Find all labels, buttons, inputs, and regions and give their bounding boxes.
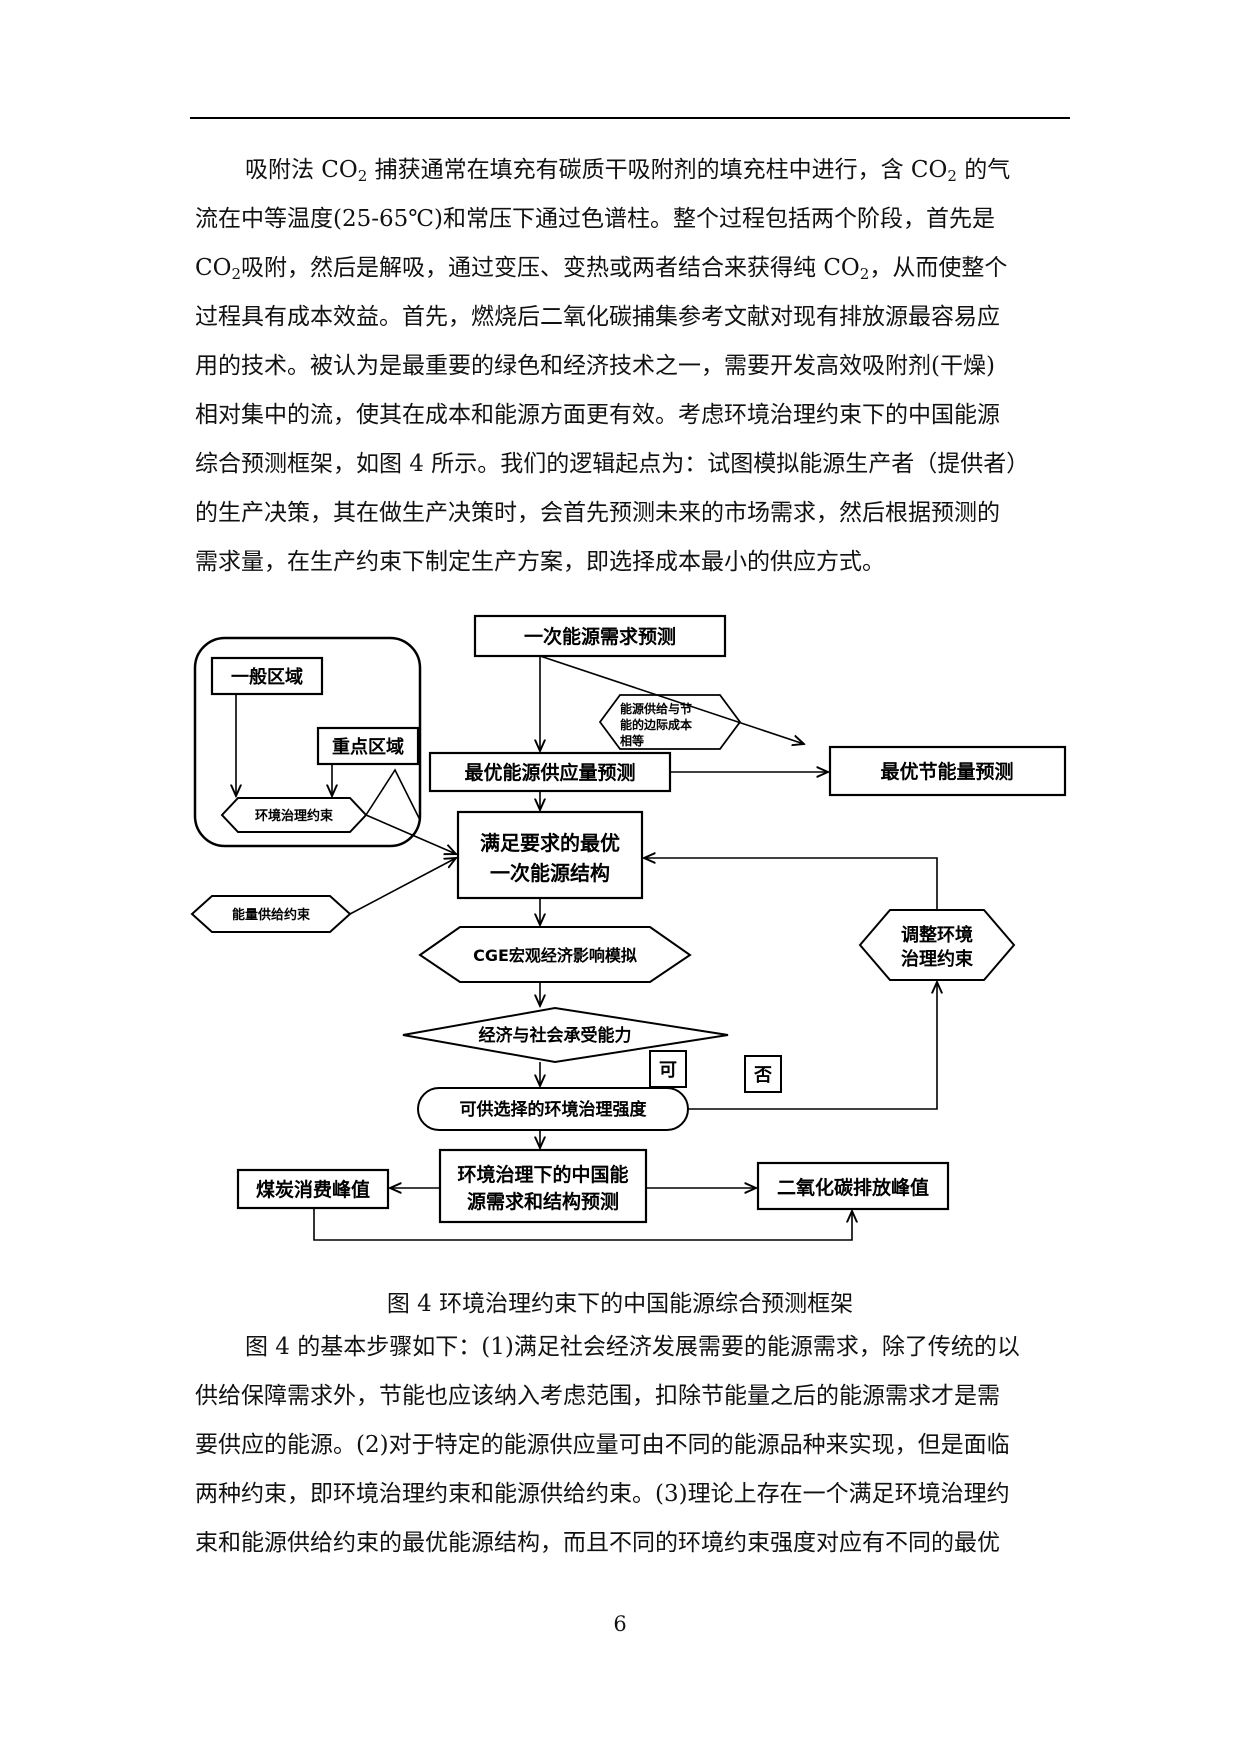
text-line: 供给保障需求外，节能也应该纳入考虑范围，扣除节能量之后的能源需求才是需: [195, 1372, 1075, 1421]
affordability-label: 经济与社会承受能力: [479, 1025, 632, 1046]
text-line: 流在中等温度(25-65℃)和常压下通过色谱柱。整个过程包括两个阶段，首先是: [195, 195, 1075, 244]
primary-demand-label: 一次能源需求预测: [524, 625, 676, 648]
cge-label: CGE宏观经济影响模拟: [473, 946, 637, 965]
text-line: 相对集中的流，使其在成本和能源方面更有效。考虑环境治理约束下的中国能源: [195, 391, 1075, 440]
key-region-label: 重点区域: [332, 736, 404, 758]
adjust-hex: [858, 909, 1016, 981]
coal-peak-box: [236, 1168, 390, 1210]
adjust-line2: 治理约束: [901, 948, 974, 970]
text-line: 吸附法 CO2 捕获通常在填充有碳质干吸附剂的填充柱中进行，含 CO2 的气: [195, 146, 1075, 195]
text-run: 要供应的能源。(2)对于特定的能源供应量可由不同的能源品种来实现，但是面临: [195, 1432, 1010, 1458]
affordability-diamond: [402, 1006, 729, 1064]
text-run: 的生产决策，其在做生产决策时，会首先预测未来的市场需求，然后根据预测的: [195, 500, 1000, 526]
text-run: 吸附，然后是解吸，通过变压、变热或两者结合来获得纯 CO: [241, 255, 860, 281]
text-line: CO2吸附，然后是解吸，通过变压、变热或两者结合来获得纯 CO2，从而使整个: [195, 244, 1075, 293]
no-box: [744, 1055, 782, 1093]
header-rule: [190, 117, 1070, 119]
text-line: 要供应的能源。(2)对于特定的能源供应量可由不同的能源品种来实现，但是面临: [195, 1421, 1075, 1470]
co2-peak-label: 二氧化碳排放峰值: [777, 1176, 929, 1199]
text-run: 过程具有成本效益。首先，燃烧后二氧化碳捕集参考文献对现有排放源最容易应: [195, 304, 1000, 330]
subscript: 2: [947, 167, 957, 185]
marginal-cost-line3: 相等: [620, 733, 644, 748]
text-line: 过程具有成本效益。首先，燃烧后二氧化碳捕集参考文献对现有排放源最容易应: [195, 293, 1075, 342]
final-forecast-box: [438, 1148, 648, 1224]
optimal-structure-line2: 一次能源结构: [490, 861, 610, 885]
text-line: 需求量，在生产约束下制定生产方案，即选择成本最小的供应方式。: [195, 538, 1075, 587]
env-constraint-label: 环境治理约束: [255, 808, 334, 824]
optimal-structure-line1: 满足要求的最优: [480, 831, 620, 855]
final-forecast-line1: 环境治理下的中国能: [457, 1163, 628, 1186]
cge-hex: [418, 926, 692, 983]
text-run: 的气: [956, 157, 1011, 183]
adjust-line1: 调整环境: [901, 924, 973, 946]
page-number: 6: [613, 1612, 627, 1636]
yes-box: [649, 1050, 687, 1088]
text-run: 束和能源供给约束的最优能源结构，而且不同的环境约束强度对应有不同的最优: [195, 1530, 1000, 1556]
no-label: 否: [753, 1065, 772, 1086]
text-run: CO: [195, 255, 232, 281]
marginal-cost-line1: 能源供给与节: [620, 701, 692, 716]
text-line: 图 4 的基本步骤如下：(1)满足社会经济发展需要的能源需求，除了传统的以: [195, 1323, 1075, 1372]
text-run: 需求量，在生产约束下制定生产方案，即选择成本最小的供应方式。: [195, 549, 885, 575]
energy-supply-constraint-label: 能量供给约束: [232, 907, 311, 923]
text-run: 相对集中的流，使其在成本和能源方面更有效。考虑环境治理约束下的中国能源: [195, 402, 1000, 428]
yes-label: 可: [659, 1060, 677, 1081]
governance-intensity-label: 可供选择的环境治理强度: [460, 1099, 648, 1120]
text-run: 综合预测框架，如图 4 所示。我们的逻辑起点为：试图模拟能源生产者（提供者）: [195, 451, 1030, 477]
text-run: 捕获通常在填充有碳质干吸附剂的填充柱中进行，含 CO: [367, 157, 948, 183]
key-region-box: [316, 726, 420, 766]
figure-caption: 图 4 环境治理约束下的中国能源综合预测框架: [386, 1291, 854, 1317]
text-run: 供给保障需求外，节能也应该纳入考虑范围，扣除节能量之后的能源需求才是需: [195, 1383, 1000, 1409]
paragraph-2: 图 4 的基本步骤如下：(1)满足社会经济发展需要的能源需求，除了传统的以供给保…: [195, 1323, 1075, 1568]
paragraph-1: 吸附法 CO2 捕获通常在填充有碳质干吸附剂的填充柱中进行，含 CO2 的气流在…: [195, 146, 1075, 587]
marginal-cost-line2: 能的边际成本: [620, 717, 692, 732]
framework-diagram: 一次能源需求预测 一般区域 重点区域 环境治理约束 能源供给与节 能的边际成本 …: [190, 614, 1067, 1241]
general-region-box: [210, 656, 324, 696]
subscript: 2: [859, 265, 870, 283]
optimal-supply-label: 最优能源供应量预测: [464, 761, 635, 784]
text-line: 两种约束，即环境治理约束和能源供给约束。(3)理论上存在一个满足环境治理约: [195, 1470, 1075, 1519]
text-run: 两种约束，即环境治理约束和能源供给约束。(3)理论上存在一个满足环境治理约: [195, 1481, 1010, 1507]
subscript: 2: [231, 265, 242, 283]
text-run: ，从而使整个: [869, 255, 1008, 281]
text-line: 综合预测框架，如图 4 所示。我们的逻辑起点为：试图模拟能源生产者（提供者）: [195, 440, 1075, 489]
general-region-label: 一般区域: [231, 666, 303, 688]
subscript: 2: [357, 167, 368, 185]
text-run: 用的技术。被认为是最重要的绿色和经济技术之一，需要开发高效吸附剂(干燥): [195, 353, 995, 379]
coal-peak-label: 煤炭消费峰值: [256, 1178, 370, 1201]
region-container: [193, 636, 422, 848]
optimal-saving-box: [828, 745, 1067, 797]
final-forecast-line2: 源需求和结构预测: [467, 1190, 619, 1213]
text-run: 吸附法 CO: [245, 157, 358, 183]
optimal-saving-label: 最优节能量预测: [880, 760, 1013, 783]
text-line: 束和能源供给约束的最优能源结构，而且不同的环境约束强度对应有不同的最优: [195, 1519, 1075, 1568]
optimal-structure-box: [456, 810, 644, 900]
text-run: 图 4 的基本步骤如下：(1)满足社会经济发展需要的能源需求，除了传统的以: [245, 1334, 1020, 1360]
text-run: 流在中等温度(25-65℃)和常压下通过色谱柱。整个过程包括两个阶段，首先是: [195, 206, 995, 232]
co2-peak-box: [756, 1161, 950, 1211]
text-line: 用的技术。被认为是最重要的绿色和经济技术之一，需要开发高效吸附剂(干燥): [195, 342, 1075, 391]
primary-demand-box: [473, 614, 727, 658]
text-line: 的生产决策，其在做生产决策时，会首先预测未来的市场需求，然后根据预测的: [195, 489, 1075, 538]
